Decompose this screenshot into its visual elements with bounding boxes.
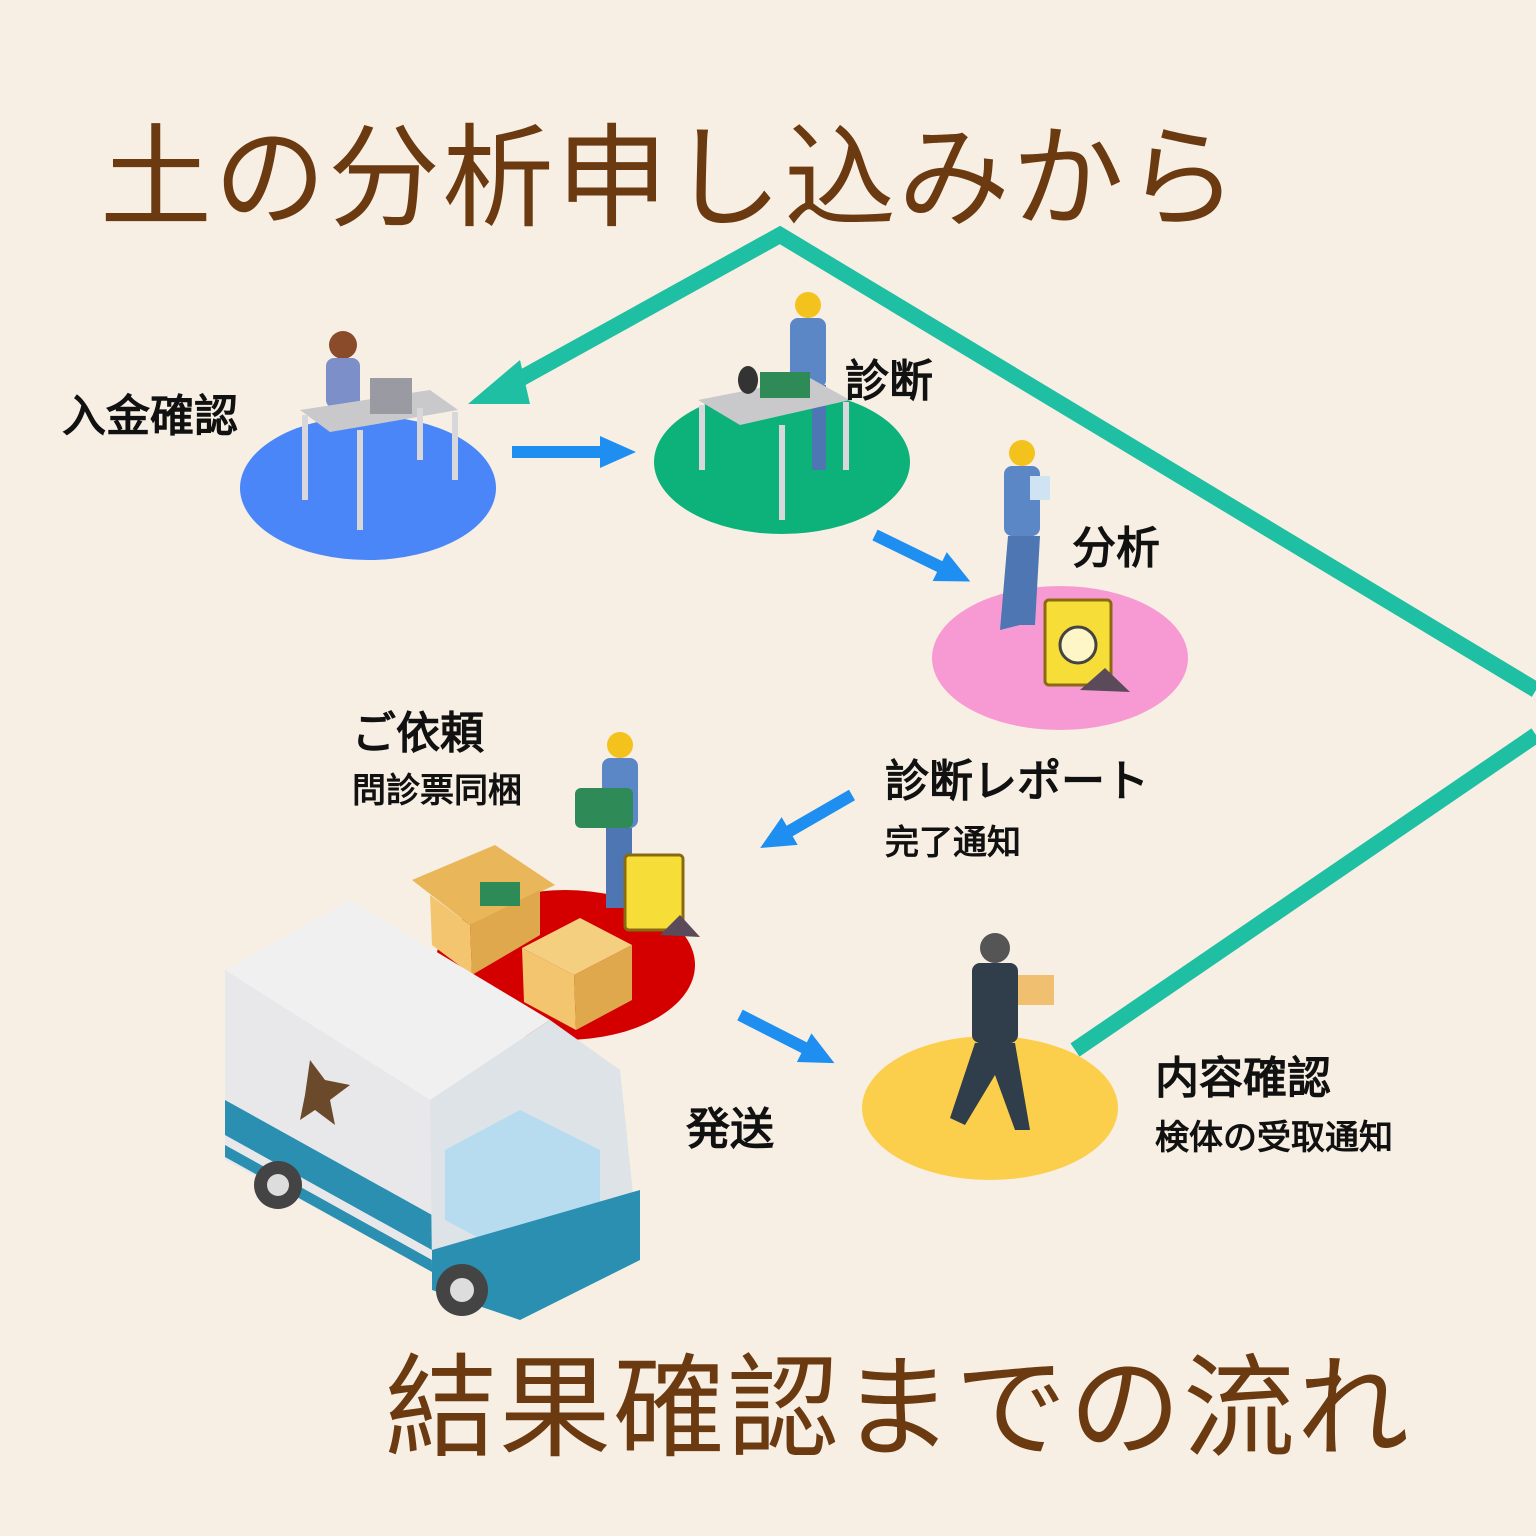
return-loop-line <box>496 225 1536 697</box>
step-report-sub: 完了通知 <box>885 823 1021 863</box>
return-loop-line-lower <box>1070 728 1536 1057</box>
loop-arrowhead <box>468 360 530 404</box>
title-bottom: 結果確認までの流れ <box>385 1344 1411 1474</box>
step-request-label: ご依頼 <box>352 708 484 759</box>
platform-receipt <box>862 1036 1118 1180</box>
step-shipping-label: 発送 <box>686 1104 774 1155</box>
step-analysis-label: 分析 <box>1072 523 1160 574</box>
arrow-icon <box>872 529 971 582</box>
delivery-truck-illustration <box>225 900 640 1320</box>
flow-arrows <box>512 436 971 1064</box>
step-report-label: 診断レポート <box>885 756 1149 807</box>
arrow-icon <box>760 789 855 848</box>
diagnosis-desk-illustration <box>698 292 850 520</box>
arrow-icon <box>512 436 636 468</box>
title-top: 土の分析申し込みから <box>100 114 1240 244</box>
step-request-sub: 問診票同梱 <box>352 771 522 811</box>
step-diagnosis-label: 診断 <box>845 356 933 407</box>
step-receipt-sub: 検体の受取通知 <box>1155 1118 1393 1158</box>
step-receipt-label: 内容確認 <box>1155 1053 1331 1104</box>
arrow-icon <box>737 1009 835 1064</box>
receiving-person-illustration <box>950 933 1054 1130</box>
request-illustration <box>412 732 700 1030</box>
step-payment-label: 入金確認 <box>62 391 238 442</box>
payment-desk-illustration <box>300 331 458 530</box>
analysis-worker-illustration <box>1000 440 1130 692</box>
